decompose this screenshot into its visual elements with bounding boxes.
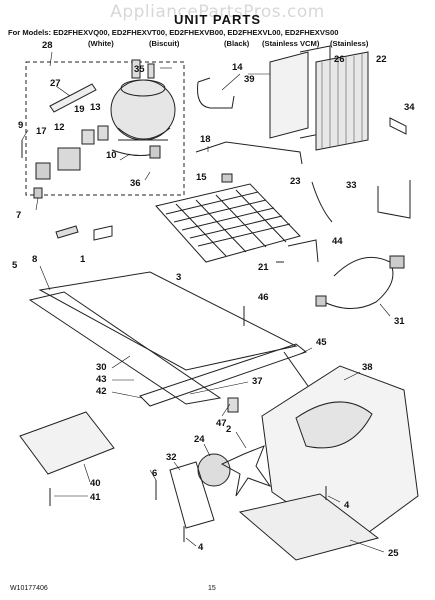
callout-42: 42 [96, 386, 107, 397]
callout-23: 23 [290, 176, 301, 187]
leader-lines [21, 51, 391, 553]
callout-41: 41 [90, 492, 101, 503]
callout-33: 33 [346, 180, 357, 191]
callout-22: 22 [376, 54, 387, 65]
callout-47: 47 [216, 418, 227, 429]
page-title: UNIT PARTS [173, 12, 262, 27]
callout-1: 1 [80, 254, 86, 265]
clip-15 [221, 173, 233, 183]
compressor [110, 59, 176, 141]
page-number: 15 [208, 585, 216, 592]
callout-19: 19 [74, 104, 85, 115]
models-line: For Models: ED2FHEXVQ00, ED2FHEXVT00, ED… [8, 28, 339, 37]
relay-cover-17 [35, 162, 51, 180]
watermark: AppliancePartsPros.com [110, 2, 325, 22]
part-19 [81, 129, 95, 145]
callout-13: 13 [90, 102, 101, 113]
callout-30: 30 [96, 362, 107, 373]
callout-3: 3 [176, 272, 181, 283]
tube-23 [311, 181, 333, 223]
callout-24: 24 [194, 434, 205, 445]
callout-31: 31 [394, 316, 405, 327]
callout-43: 43 [96, 374, 107, 385]
rail-5 [38, 271, 298, 371]
callout-10: 10 [106, 150, 117, 161]
callout-36: 36 [130, 178, 141, 189]
part-47 [227, 397, 239, 413]
callout-6: 6 [152, 468, 157, 479]
color-black: (Black) [224, 39, 250, 48]
condenser-coil-3 [155, 183, 301, 263]
compressor-group-box [25, 61, 185, 196]
tube-14 [197, 77, 235, 109]
relay-12 [57, 147, 81, 171]
callout-32: 32 [166, 452, 177, 463]
doc-number: W10177406 [10, 585, 48, 592]
tube-18 [195, 141, 303, 165]
fan-motor-24 [197, 453, 231, 487]
callout-2: 2 [226, 424, 231, 435]
callout-46: 46 [258, 292, 269, 303]
callout-9: 9 [18, 120, 23, 131]
bracket-34 [389, 117, 407, 135]
color-stainless-vcm: (Stainless VCM) [262, 39, 320, 48]
callout-12: 12 [54, 122, 65, 133]
part-13 [97, 125, 109, 141]
callout-26: 26 [334, 54, 345, 65]
rail-30 [28, 291, 222, 405]
color-stainless: (Stainless) [330, 39, 369, 48]
callout-27: 27 [50, 78, 61, 89]
part-8 [55, 225, 79, 239]
part-7 [33, 187, 43, 199]
callout-44: 44 [332, 236, 343, 247]
callout-5: 5 [12, 260, 18, 271]
part-1 [93, 225, 113, 241]
callout-25: 25 [388, 548, 399, 559]
callout-28: 28 [42, 40, 53, 51]
callout-38: 38 [362, 362, 373, 373]
callout-4b: 4 [198, 542, 204, 553]
color-biscuit: (Biscuit) [149, 39, 180, 48]
callout-21: 21 [258, 262, 269, 273]
pad-40 [19, 411, 115, 475]
color-white: (White) [88, 39, 114, 48]
callout-4a: 4 [344, 500, 350, 511]
callout-labels: 28 35 14 39 26 22 27 19 13 9 12 17 10 34… [12, 40, 415, 559]
bracket-32 [169, 461, 215, 529]
condenser-22 [315, 51, 369, 151]
bolt-45 [283, 351, 309, 387]
callout-34: 34 [404, 102, 415, 113]
callout-18: 18 [200, 134, 211, 145]
tube-33 [377, 180, 411, 219]
callout-35: 35 [134, 64, 145, 75]
callout-15: 15 [196, 172, 207, 183]
panel-39 [269, 51, 309, 139]
callout-14: 14 [232, 62, 243, 73]
callout-7: 7 [16, 210, 21, 221]
harness-31 [319, 256, 394, 309]
drain-pan-25 [238, 493, 380, 561]
callout-8: 8 [32, 254, 37, 265]
callout-39: 39 [244, 74, 255, 85]
callout-40: 40 [90, 478, 101, 489]
bracket-44 [287, 239, 319, 263]
fan-blade-2 [220, 445, 272, 497]
frame-42 [139, 343, 308, 407]
part-27 [49, 83, 97, 113]
callout-45: 45 [316, 337, 327, 348]
callout-37: 37 [252, 376, 263, 387]
callout-17: 17 [36, 126, 47, 137]
